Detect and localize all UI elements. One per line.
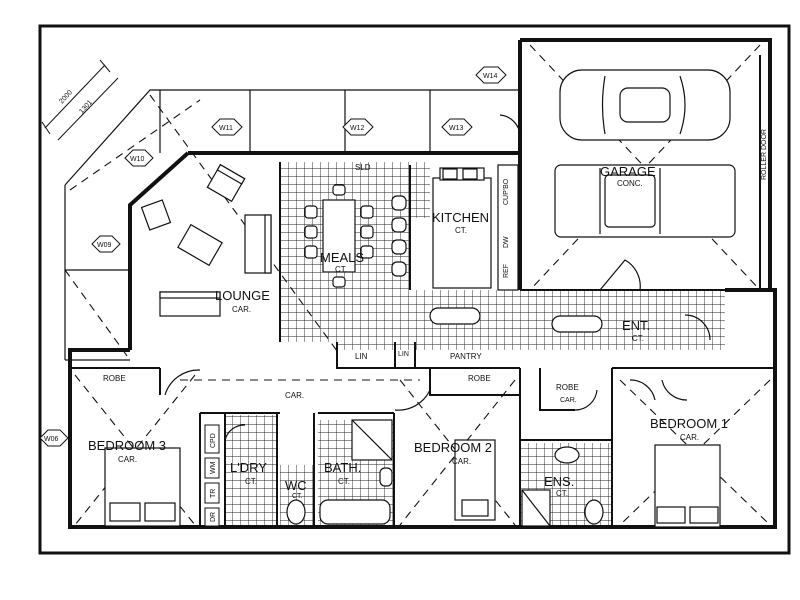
dw-label: DW [503,236,510,248]
dimension-1301-label: 1301 [78,99,94,115]
window-w14-label: W14 [483,73,498,80]
lounge-label: LOUNGE [215,288,270,303]
meals-floor: CT. [335,265,347,274]
lounge-floor: CAR. [232,305,251,314]
garage-label: GARAGE [600,164,656,179]
window-w12-label: W12 [350,125,365,132]
laundry-label: L'DRY [230,460,267,475]
dimension-lines [41,59,119,141]
garage-floor: CONC. [617,179,643,188]
door-swings [164,114,711,441]
wc-floor: CT. [292,493,303,500]
roller-door-label: ROLLER DOOR [761,129,768,180]
ref-label: REF [503,264,510,278]
bedroom3-floor: CAR. [118,455,137,464]
bedroom2-label: BEDROOM 2 [414,440,492,455]
ensuite-label: ENS. [544,474,574,489]
window-w06-label: W06 [44,436,59,443]
window-w10-label: W10 [130,156,145,163]
bedroom3-label: BEDROOM 3 [88,438,166,453]
beds [104,439,721,528]
window-w09-label: W09 [97,242,112,249]
robe-bedroom3-label: ROBE [103,374,126,383]
robe-bedroom2-label: ROBE [468,374,491,383]
window-tags [39,66,507,447]
bedroom1-floor: CAR. [680,433,699,442]
dining-table [304,184,374,288]
robe-bedroom1-floor: CAR. [560,397,577,404]
robe-bedroom1-label: ROBE [556,383,579,392]
lounge-furniture [140,163,272,317]
walls [68,38,777,529]
corridor-floor: CAR. [285,391,304,400]
bath-label: BATH. [324,460,361,475]
linen-label: LIN [355,352,368,361]
dr-label: DR [210,512,217,522]
dimension-2000-label: 2000 [58,89,74,105]
kitchen-label: KITCHEN [432,210,489,225]
verandah-outline [64,89,520,361]
ensuite-floor: CT. [556,489,568,498]
tr-label: TR [210,489,217,498]
drawing-frame [38,24,791,555]
cpd-label: CPD [210,433,217,448]
pantry-label: PANTRY [450,352,482,361]
wc-label: WC [285,478,307,493]
entry-floor: CT. [632,334,644,343]
cupboard-label: CUP'BO [503,178,510,205]
garage-cars [554,69,736,238]
entry-label: ENT. [622,318,650,333]
bathroom-fixtures [286,419,604,527]
entry-fixtures [429,307,603,333]
kitchen-floor: CT. [455,226,467,235]
interior-walls [70,162,775,527]
wm-label: WM [210,461,217,474]
bath-floor: CT. [338,477,350,486]
laundry-fixtures [204,424,220,527]
bedroom2-floor: CAR. [452,457,471,466]
window-w11-label: W11 [219,125,233,132]
laundry-floor: CT. [245,477,257,486]
kitchen-bench [391,164,519,291]
meals-label: MEALS [320,250,364,265]
small-linen-label: LIN [398,351,409,358]
window-w13-label: W13 [449,125,464,132]
bedroom1-label: BEDROOM 1 [650,416,728,431]
sliding-door-label: SLD [355,163,371,172]
